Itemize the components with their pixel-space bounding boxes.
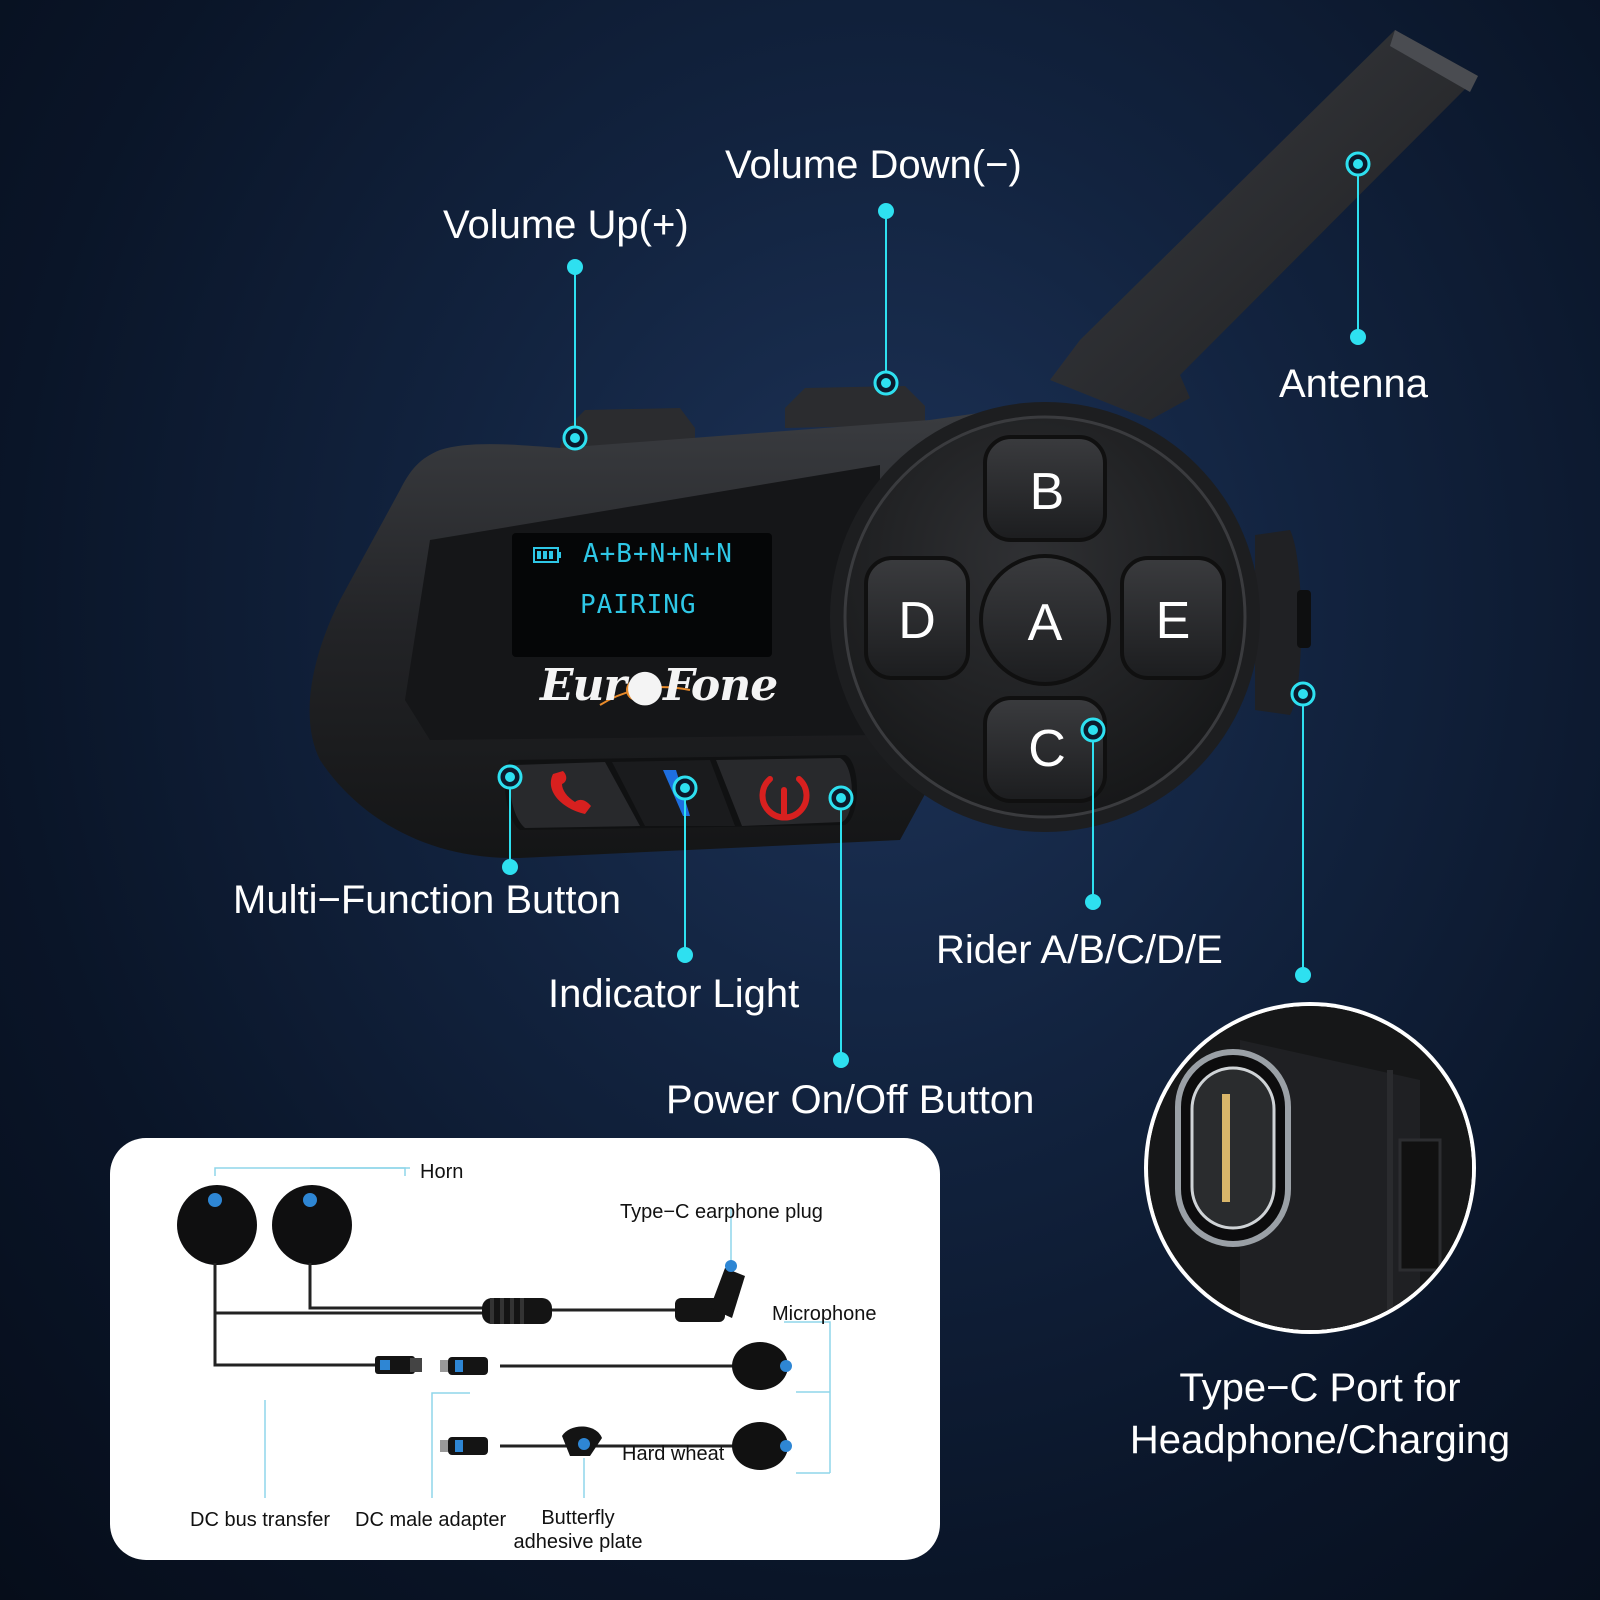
screen-line-2: PAIRING <box>580 590 697 620</box>
rider-a-label: A <box>1027 594 1063 652</box>
accessories-diagram <box>177 1167 831 1498</box>
volume-down-label: Volume Down(−) <box>725 143 1022 187</box>
target-rings <box>497 151 1371 811</box>
multi-function-button[interactable] <box>510 762 640 828</box>
horn-speaker-left <box>177 1185 257 1265</box>
screen-line-1: A+B+N+N+N <box>583 539 733 569</box>
oled-display <box>512 533 772 657</box>
volume-down-button[interactable] <box>785 386 925 428</box>
dc-male-adapter-1 <box>440 1357 488 1375</box>
callout-markers <box>502 203 1366 1068</box>
butterfly-label-line-1: Butterfly <box>541 1507 615 1529</box>
horn-label: Horn <box>420 1161 464 1183</box>
battery-icon <box>533 547 561 563</box>
hard-wheat-mic <box>732 1422 792 1470</box>
rider-e-label: E <box>1155 592 1191 650</box>
cables <box>213 1263 740 1448</box>
rider-b-key[interactable] <box>983 435 1107 542</box>
leader-lines <box>214 1167 831 1498</box>
brand-logo: Eur●Fone <box>540 660 778 711</box>
dc-male-label: DC male adapter <box>355 1509 507 1531</box>
dc-bus-connector <box>375 1356 422 1374</box>
phone-icon <box>550 771 591 814</box>
inline-connector <box>482 1298 552 1324</box>
hard-wheat-label: Hard wheat <box>622 1443 725 1465</box>
typec-zoom-view <box>1144 1002 1476 1334</box>
microphone-label: Microphone <box>772 1303 877 1325</box>
rider-keys-label: Rider A/B/C/D/E <box>936 928 1223 972</box>
power-icon <box>759 776 810 821</box>
power-button-label: Power On/Off Button <box>666 1078 1035 1122</box>
butterfly-label-line-2: adhesive plate <box>513 1531 643 1553</box>
usb-c-port <box>1175 1049 1291 1247</box>
rider-c-label: C <box>1028 720 1066 778</box>
typec-earphone-plug <box>675 1260 745 1322</box>
rider-a-key[interactable] <box>979 554 1111 686</box>
rider-e-key[interactable] <box>1120 556 1226 680</box>
butterfly-label: Butterfly adhesive plate <box>508 1506 648 1554</box>
dc-male-adapter-2 <box>440 1437 488 1455</box>
brand-logo-dot <box>599 679 691 706</box>
typec-port-caption: Type−C Port for Headphone/Charging <box>1100 1362 1540 1466</box>
multi-function-label: Multi−Function Button <box>233 878 621 922</box>
butterfly-adhesive-plate <box>562 1426 602 1456</box>
side-plate <box>1255 530 1302 715</box>
rider-d-label: D <box>898 592 936 650</box>
accessories-panel: Horn Type−C earphone plug Microphone Har… <box>110 1138 940 1560</box>
rider-c-key[interactable] <box>983 696 1107 803</box>
typec-caption-line-2: Headphone/Charging <box>1129 1418 1511 1462</box>
antenna <box>1050 30 1478 420</box>
dc-bus-label: DC bus transfer <box>190 1509 331 1531</box>
volume-up-button[interactable] <box>560 408 695 448</box>
microphone-foam-1 <box>732 1342 792 1390</box>
rider-d-key[interactable] <box>864 556 970 680</box>
antenna-label: Antenna <box>1279 362 1429 406</box>
volume-up-label: Volume Up(+) <box>443 203 689 247</box>
horn-speaker-right <box>272 1185 352 1265</box>
rider-b-label: B <box>1029 463 1065 521</box>
typec-plug-label: Type−C earphone plug <box>620 1201 823 1223</box>
typec-caption-line-1: Type−C Port for <box>1179 1366 1461 1410</box>
callout-lines <box>509 164 1359 1060</box>
side-slot <box>1297 590 1311 648</box>
indicator-light-label: Indicator Light <box>548 972 800 1016</box>
